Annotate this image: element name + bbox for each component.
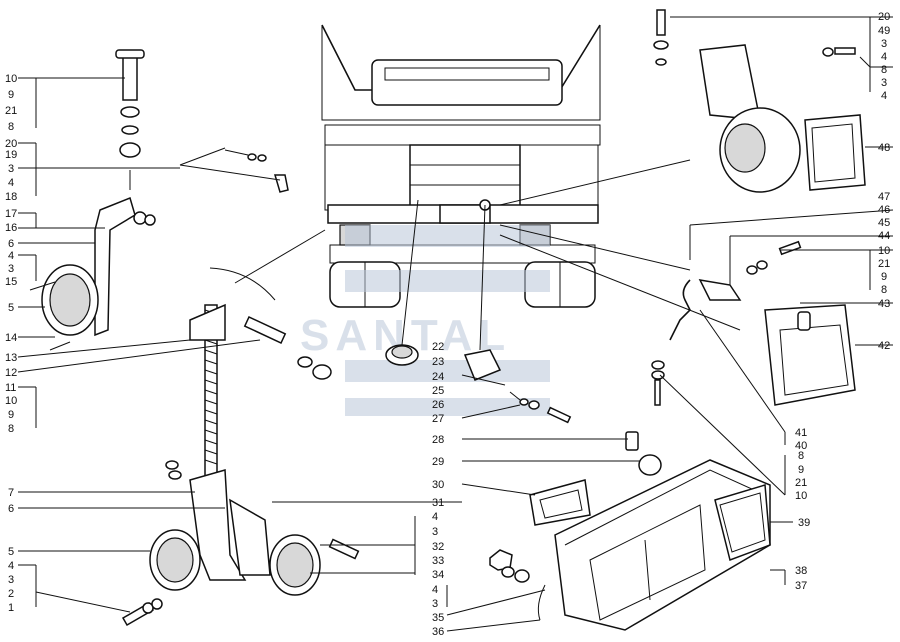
callout: 4	[8, 560, 14, 572]
callout: 21	[878, 258, 890, 270]
callout: 15	[5, 276, 17, 288]
callout: 13	[5, 352, 17, 364]
callout: 29	[432, 456, 444, 468]
callout-labels-right-top: 20 49 3 4 8 20 3 4	[878, 11, 890, 102]
left-reflector-assembly	[29, 49, 156, 351]
callout: 8	[8, 423, 14, 435]
callout: 48	[878, 142, 890, 154]
callout: 8	[8, 121, 14, 133]
leader-arc-mid	[234, 229, 326, 284]
horn-assembly	[653, 9, 866, 193]
callout: 16	[5, 222, 17, 234]
callout: 17	[5, 208, 17, 220]
callout: 8	[881, 284, 887, 296]
callout: 5	[8, 546, 14, 558]
callout: 11	[5, 382, 16, 394]
callout: 3	[881, 38, 887, 50]
callout: 46	[878, 204, 890, 216]
callout: 3	[8, 163, 14, 175]
callout: 49	[878, 25, 890, 37]
callout: 47	[878, 191, 890, 203]
callout: 12	[5, 367, 17, 379]
callout: 24	[432, 371, 444, 383]
callout: 10	[5, 395, 17, 407]
screw-group-left	[179, 147, 289, 193]
callout: 4	[8, 177, 14, 189]
callout-labels-center-right: 4 3 32 33 34 4 3 35 36	[432, 511, 444, 638]
callout: 10	[5, 73, 17, 85]
callout: 20	[878, 11, 890, 23]
callout: 9	[8, 409, 14, 421]
callout: 4	[8, 250, 14, 262]
callout: 42	[878, 340, 890, 352]
truck-rear-view	[321, 24, 601, 308]
callout: 27	[432, 413, 444, 425]
callout: 4	[432, 584, 438, 596]
callout: 40	[795, 440, 807, 452]
callout-labels-right-bottom: 8 9 21 10 39 38 37	[795, 450, 810, 592]
callout: 39	[798, 517, 810, 529]
leader-lines	[17, 16, 894, 632]
callout: 32	[432, 541, 444, 553]
callout: 4	[881, 90, 887, 102]
callout: 3	[881, 77, 887, 89]
callout: 25	[432, 385, 444, 397]
callout: 6	[8, 238, 14, 250]
callout: 37	[795, 580, 807, 592]
callout: 8	[798, 450, 804, 462]
callout: 4	[881, 51, 887, 63]
callout: 38	[795, 565, 807, 577]
callout: 8	[881, 64, 887, 76]
callout: 10	[795, 490, 807, 502]
leader-arc-left	[209, 267, 276, 301]
callout: 20	[5, 138, 17, 150]
callout: 23	[432, 356, 444, 368]
callout: 1	[8, 602, 14, 614]
callout: 3	[8, 263, 14, 275]
santal-watermark: SANTAL	[300, 225, 550, 416]
callout: 43	[878, 298, 890, 310]
callout: 22	[432, 341, 444, 353]
callout: 21	[795, 477, 807, 489]
callout-labels-center: 22 23 24 25 26 27 28 29 30 31	[432, 341, 444, 509]
callout-labels-left-bottom: 7 6 5 4 3 2 1	[8, 487, 14, 614]
callout: 5	[8, 302, 14, 314]
callout: 9	[881, 271, 887, 283]
callout: 3	[432, 526, 438, 538]
callout: 18	[5, 191, 17, 203]
callout: 36	[432, 626, 444, 638]
callout: 9	[8, 89, 14, 101]
mud-flap-spring-assembly	[121, 303, 360, 626]
callout: 3	[8, 574, 14, 586]
callout: 35	[432, 612, 444, 624]
callout: 2	[8, 588, 14, 600]
callout: 3	[432, 598, 438, 610]
callout: 45	[878, 217, 890, 229]
callout: 44	[878, 230, 890, 242]
callout: 9	[798, 464, 804, 476]
callout: 41	[795, 427, 807, 439]
callout: 26	[432, 399, 444, 411]
callout: 21	[5, 105, 17, 117]
callout: 7	[8, 487, 14, 499]
callout: 30	[432, 479, 444, 491]
side-lamp-assembly	[651, 240, 856, 406]
callout: 34	[432, 569, 444, 581]
callout: 6	[8, 503, 14, 515]
callout: 28	[432, 434, 444, 446]
callout: 4	[432, 511, 438, 523]
center-small-parts	[385, 199, 572, 424]
rear-lamp-assembly	[489, 431, 771, 631]
callout: 10	[878, 245, 890, 257]
callout: 33	[432, 555, 444, 567]
callout: 14	[5, 332, 17, 344]
callout-labels-right-mid: 48 47 46 45 44 10 21 9 8 43 42 41 40	[795, 142, 890, 452]
callout: 31	[432, 497, 444, 509]
callout: 19	[5, 149, 17, 161]
callout-labels-left-top: 10 9 21 8 20 19 3 4 18 17 16 6 4 3 15 5 …	[5, 73, 17, 435]
